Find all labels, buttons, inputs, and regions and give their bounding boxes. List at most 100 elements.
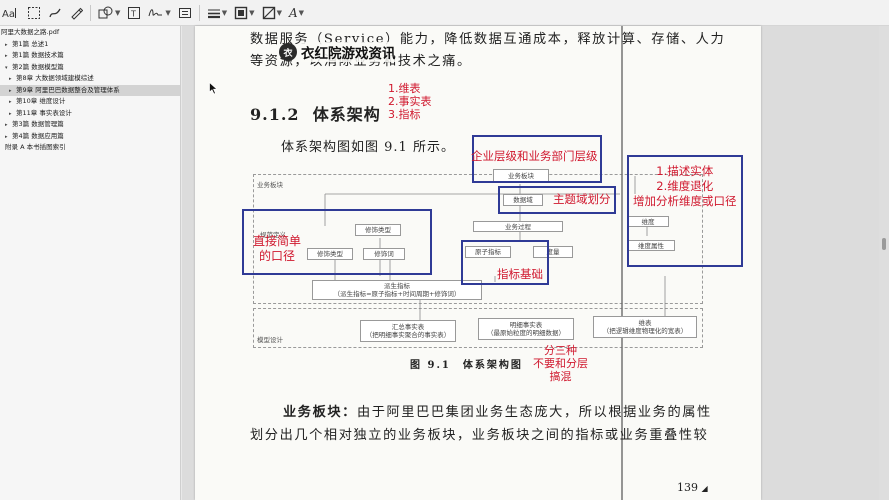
sketch-tool[interactable] [48, 3, 62, 23]
text-line: 业务板块：由于阿里巴巴集团业务生态庞大，所以根据业务的属性 [283, 401, 712, 420]
section-heading: 9.1.2 体系架构 [250, 101, 381, 125]
annotation-note: 分三种 不要和分层 搞混 [533, 344, 588, 383]
disclosure-closed-icon[interactable]: ▸ [9, 99, 12, 105]
intro-text: 体系架构图如图 9.1 所示。 [281, 140, 455, 155]
diagram-box-title: 明细事实表 [509, 321, 543, 329]
vertical-scrollbar[interactable] [879, 26, 889, 500]
sidebar-item[interactable]: ▾ 第2篇 数据模型篇 [0, 62, 180, 73]
border-color-tool[interactable]: ▼ [234, 3, 255, 23]
diagram-box: 修饰类型 [307, 248, 353, 260]
disclosure-closed-icon[interactable]: ▸ [5, 41, 8, 48]
fill-color-icon [262, 6, 275, 19]
draw-tool[interactable] [69, 3, 83, 23]
watermark: 衣 衣红院游戏资讯 [279, 42, 396, 62]
region-label: 业务板块 [257, 181, 283, 189]
annotation-note: 1.描述实体 2.维度退化 增加分析维度或口径 [633, 164, 737, 209]
annotation-box-simple-caliber [242, 209, 432, 275]
chevron-down-icon: ▼ [298, 8, 305, 17]
svg-text:Aa: Aa [2, 9, 15, 20]
diagram-box-title: 派生指标 [384, 282, 410, 290]
shapes-tool[interactable]: ▼ [98, 3, 120, 23]
disclosure-closed-icon[interactable]: ▸ [9, 76, 12, 82]
annotation-line: 直接简单 [253, 234, 302, 248]
disclosure-closed-icon[interactable]: ▸ [9, 87, 12, 94]
disclosure-closed-icon[interactable]: ▸ [5, 53, 8, 59]
diagram-box-dimension-table: 维表 （把逻辑维度物理化的宽表） [593, 316, 697, 338]
annotation-line: 3.指标 [388, 108, 421, 121]
line-style-icon [207, 9, 220, 18]
sidebar-item[interactable]: 阿里大数据之路.pdf [0, 27, 180, 38]
disclosure-closed-icon[interactable]: ▸ [5, 122, 8, 128]
diagram-box-desc: （把明细事实聚合的事实表） [365, 331, 451, 339]
sidebar-item[interactable]: ▸第1篇 总述1 [0, 39, 180, 50]
sign-tool[interactable]: ▼ [148, 3, 171, 23]
text-line: 划分出几个相对独立的业务板块，业务板块之间的指标或业务重叠性较 [250, 428, 709, 443]
scrollbar-thumb[interactable] [882, 238, 886, 250]
diagram-box-detail-fact: 明细事实表 （最原始粒度的明细数据） [478, 318, 574, 340]
diagram-box-title: 汇总事实表 [391, 323, 425, 331]
disclosure-closed-icon[interactable]: ▸ [5, 133, 8, 140]
sidebar-item-label: 第1篇 数据技术篇 [12, 51, 64, 59]
chevron-down-icon: ▼ [276, 8, 282, 17]
annotation-note: 主题域划分 [553, 192, 611, 206]
shape-style-tool[interactable]: ▼ [207, 3, 227, 23]
chevron-down-icon: ▼ [165, 8, 171, 17]
sidebar-item-label: 第3篇 数据管理篇 [12, 120, 64, 128]
sidebar-item[interactable]: ▸ 第8章 大数据领域建模综述 [0, 73, 180, 84]
annotation-note: 企业层级和业务部门层级 [471, 149, 598, 163]
note-icon [178, 7, 191, 18]
diagram-box-title: 维表 [638, 319, 652, 327]
annotation-box-subject-domain [498, 186, 616, 214]
page-number-value: 139 [677, 481, 698, 494]
diagram-box-desc: （把逻辑维度物理化的宽表） [602, 327, 688, 335]
annotation-line: 2.维度退化 [656, 179, 714, 193]
annotation-box-enterprise [472, 135, 602, 183]
shapes-icon [98, 6, 113, 18]
chevron-down-icon: ▼ [249, 8, 255, 17]
diagram-box: 度量 [533, 246, 573, 258]
sidebar-item[interactable]: ▸ 第1篇 数据技术篇 [0, 50, 180, 61]
sidebar-item-label: 第11章 事实表设计 [16, 108, 72, 117]
section-title: 体系架构 [312, 105, 381, 124]
document-view[interactable]: 数据服务（Service）能力，降低数据互通成本，释放计算、存储、人力 等资源，… [182, 26, 889, 500]
annotation-line: 搞混 [549, 370, 572, 383]
annotation-note: 指标基础 [497, 267, 543, 281]
annotation-line: 1.描述实体 [656, 164, 714, 178]
disclosure-open-icon[interactable]: ▾ [5, 64, 8, 71]
rectangle-selection-tool[interactable] [27, 3, 41, 23]
sidebar-item[interactable]: ▸第4篇 数据应用篇 [0, 131, 180, 142]
diagram-box: 业务过程 [473, 221, 563, 232]
sidebar-item-label: 第10章 维度设计 [16, 97, 66, 105]
text-box-tool[interactable]: T [127, 3, 141, 23]
text-selection-tool[interactable]: Aa [2, 3, 20, 23]
fill-color-tool[interactable]: ▼ [262, 3, 282, 23]
annotation-note: 1.维表 2.事实表 3.指标 [388, 82, 432, 121]
sidebar-item[interactable]: ▸ 第11章 事实表设计 [0, 108, 180, 119]
diagram-box-desc: （最原始粒度的明细数据） [487, 329, 565, 337]
sidebar-item[interactable]: 附录 A 本书插图索引 [0, 142, 180, 153]
sidebar-item[interactable]: ▸第9章 阿里巴巴数据整合及管理体系 [0, 84, 180, 96]
sidebar-item-label: 第8章 大数据领域建模综述 [16, 74, 94, 82]
svg-text:T: T [130, 9, 136, 18]
text-cursor-icon: Aa [2, 7, 16, 20]
text-style-icon: A [288, 5, 298, 20]
chevron-down-icon: ▼ [115, 8, 121, 17]
region-label: 模型设计 [257, 336, 283, 344]
section-number: 9.1.2 [250, 105, 300, 124]
note-tool[interactable] [178, 3, 192, 23]
sidebar-item-label: 第2篇 数据模型篇 [12, 62, 64, 71]
business-board-region [253, 174, 703, 304]
annotation-box-dimension [627, 155, 743, 267]
disclosure-closed-icon[interactable]: ▸ [9, 110, 12, 117]
annotation-line: 不要和分层 [533, 357, 588, 370]
model-design-region [253, 308, 703, 348]
diagram-box: 原子指标 [465, 246, 511, 258]
diagram-box: 数据域 [503, 194, 543, 206]
text-style-tool[interactable]: A ▼ [289, 3, 304, 23]
diagram-box-desc: （派生指标=原子指标+时间周期+修饰词） [333, 290, 461, 298]
sidebar-item[interactable]: ▸ 第10章 维度设计 [0, 96, 180, 107]
diagram-box-summary-fact: 汇总事实表 （把明细事实聚合的事实表） [360, 320, 456, 342]
signature-icon [148, 8, 163, 16]
border-color-icon [234, 6, 248, 19]
sidebar-item[interactable]: ▸ 第3篇 数据管理篇 [0, 119, 180, 130]
